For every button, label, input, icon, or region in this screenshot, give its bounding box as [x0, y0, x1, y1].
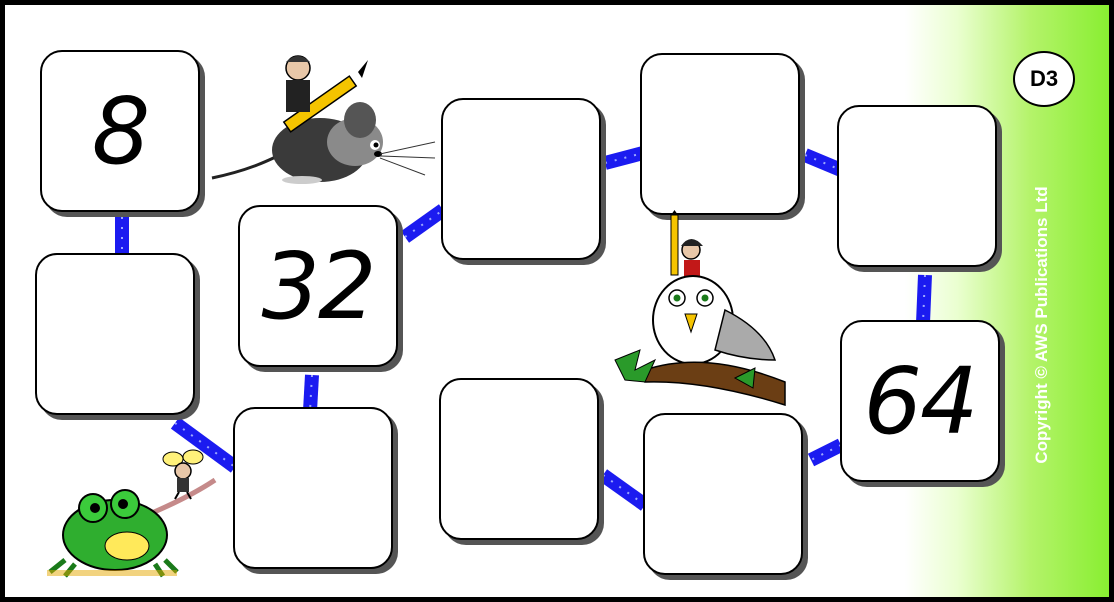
box-value: 8 [92, 78, 149, 185]
link-b3-b5 [405, 210, 443, 237]
number-box-b7[interactable] [837, 105, 997, 267]
number-box-b9[interactable] [643, 413, 803, 575]
link-b9-b10 [603, 475, 645, 505]
number-box-b3[interactable]: 32 [238, 205, 398, 367]
owl-with-pencil-icon [605, 210, 795, 410]
number-box-b5[interactable] [441, 98, 601, 260]
level-badge: D3 [1013, 51, 1075, 107]
mouse-with-pencil-icon [210, 50, 440, 195]
number-box-b4[interactable] [233, 407, 393, 569]
box-value: 64 [863, 348, 976, 455]
link-b5-b6 [605, 153, 643, 163]
link-b8-b9 [811, 445, 841, 460]
number-box-b2[interactable] [35, 253, 195, 415]
number-box-b8[interactable]: 64 [840, 320, 1000, 482]
box-value: 32 [261, 233, 374, 340]
link-b6-b7 [805, 155, 841, 170]
number-box-b6[interactable] [640, 53, 800, 215]
number-box-b1[interactable]: 8 [40, 50, 200, 212]
bee-icon [153, 445, 213, 500]
copyright-text: Copyright © AWS Publications Ltd [1032, 186, 1052, 463]
number-box-b10[interactable] [439, 378, 599, 540]
